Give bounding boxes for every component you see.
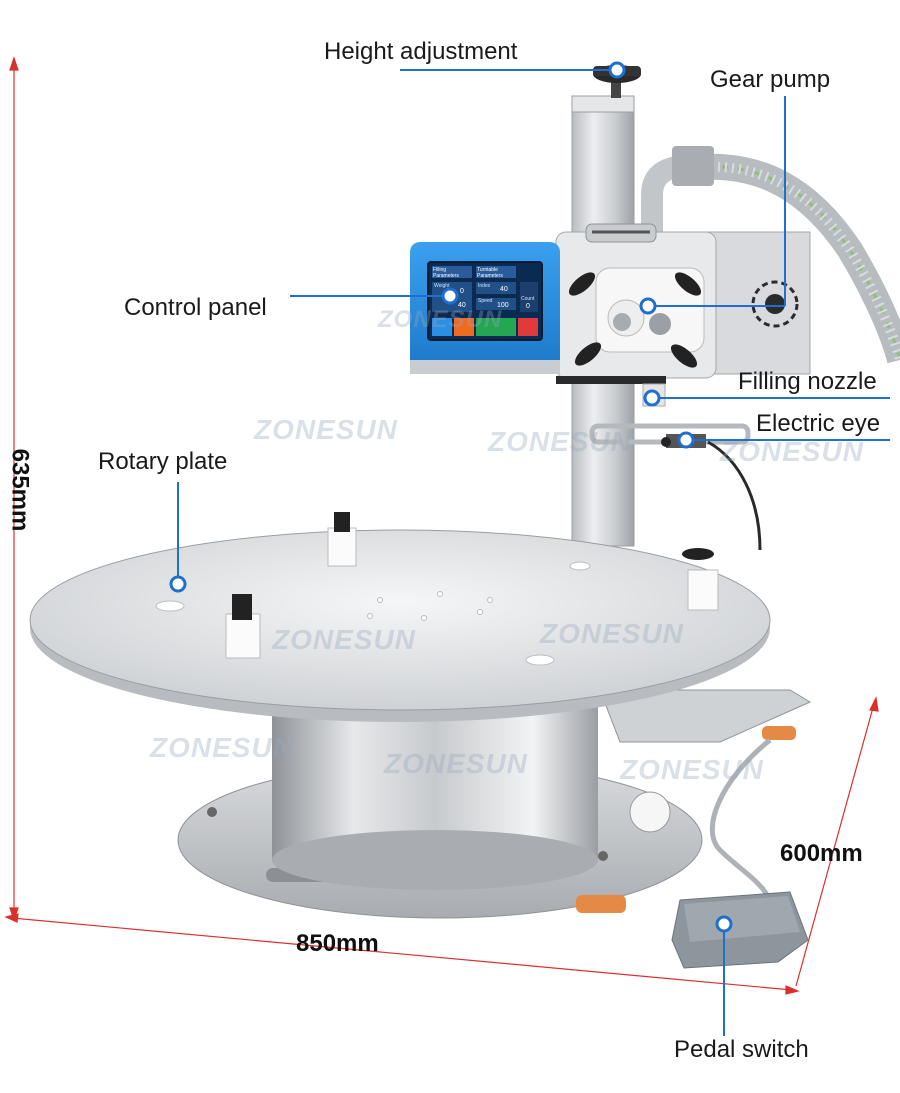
screen-tile-filling: Filling Parameters [433,267,459,279]
watermark: ZONESUN [272,624,416,655]
screen-count-label: Count [521,296,535,302]
label-electric-eye: Electric eye [756,410,881,437]
screen-speed-label: Speed [478,298,493,304]
height-adjustment-dot [608,61,626,79]
label-gear-pump: Gear pump [710,66,831,93]
watermark: ZONESUN [254,414,398,445]
screen-tile-turntable: Turntable Parameters [477,267,503,279]
watermark: ZONESUN [384,748,528,779]
label-control-panel: Control panel [124,294,267,321]
bottle-holders [225,512,719,659]
control-panel-dot [441,287,459,305]
screen-speed-value: 100 [497,302,509,309]
screen-count-value: 0 [526,303,530,310]
rotary-plate-dot [169,575,187,593]
gear-pump-dot [639,297,657,315]
screen-percent-value: 40 [458,302,466,309]
label-height-adjustment: Height adjustment [324,38,518,65]
watermark: ZONESUN [488,426,632,457]
dimension-lines [4,56,879,995]
screen-weight-value: 0 [460,288,464,295]
screen-index-label: Index [478,283,491,289]
screen-weight-label: Weight [434,283,450,289]
screen-index-value: 40 [500,286,508,293]
watermark: ZONESUN [720,436,864,467]
electric-eye-dot [677,431,695,449]
label-filling-nozzle: Filling nozzle [738,368,877,395]
filling-nozzle-dot [643,389,661,407]
dimension-width: 850mm [296,930,379,957]
callout-dots [169,61,733,933]
dimension-depth: 600mm [780,840,863,867]
label-pedal-switch: Pedal switch [674,1036,809,1063]
dimension-height: 635mm [6,448,34,532]
watermark: ZONESUN [620,754,764,785]
pedal-switch-dot [715,915,733,933]
watermark: ZONESUN [150,732,294,763]
label-rotary-plate: Rotary plate [98,448,228,475]
watermark: ZONESUN [378,306,503,333]
watermark: ZONESUN [540,618,684,649]
callout-lines [177,69,890,1036]
